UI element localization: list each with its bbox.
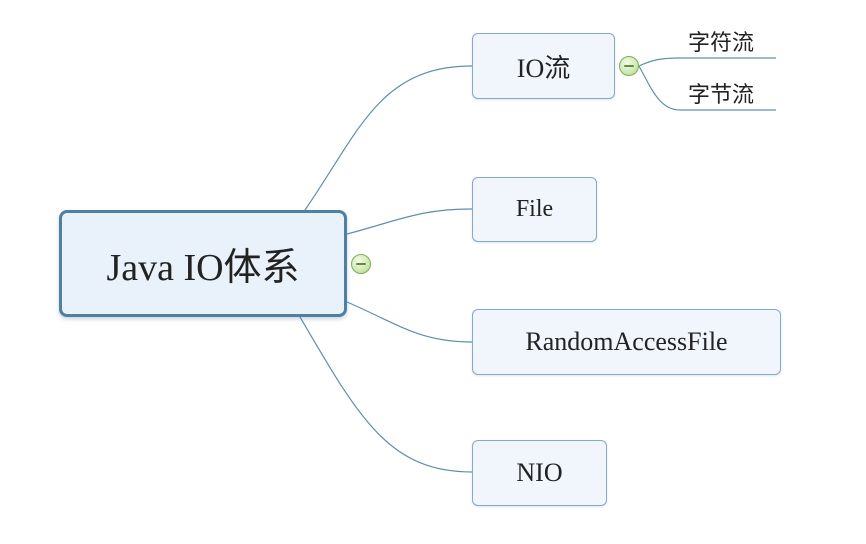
io-collapse-toggle[interactable] xyxy=(619,56,639,76)
root-node-label: Java IO体系 xyxy=(106,247,300,289)
connector-root-nio xyxy=(299,316,473,473)
branch-node-io-label: IO流 xyxy=(516,53,571,83)
connector-root-raf xyxy=(346,301,473,343)
branch-node-nio-label: NIO xyxy=(516,458,563,487)
branch-node-random-access-file[interactable]: RandomAccessFile xyxy=(472,309,781,375)
connector-root-io xyxy=(304,65,473,211)
leaf-node-byte-stream-label: 字节流 xyxy=(688,82,755,107)
minus-circle-icon xyxy=(624,65,634,67)
root-collapse-toggle[interactable] xyxy=(351,254,371,274)
branch-node-random-access-file-label: RandomAccessFile xyxy=(525,327,728,356)
leaf-node-char-stream[interactable]: 字符流 xyxy=(688,25,754,57)
branch-node-nio[interactable]: NIO xyxy=(472,440,607,506)
leaf-node-char-stream-label: 字符流 xyxy=(688,30,755,55)
branch-node-io[interactable]: IO流 xyxy=(472,33,615,99)
branch-node-file-label: File xyxy=(515,196,554,222)
connector-root-file xyxy=(346,208,473,235)
minus-circle-icon xyxy=(356,263,366,265)
leaf-node-byte-stream[interactable]: 字节流 xyxy=(688,77,754,109)
branch-node-file[interactable]: File xyxy=(472,177,597,242)
connector-io-char xyxy=(638,57,776,67)
connector-io-byte xyxy=(638,65,776,111)
root-node[interactable]: Java IO体系 xyxy=(59,210,347,317)
